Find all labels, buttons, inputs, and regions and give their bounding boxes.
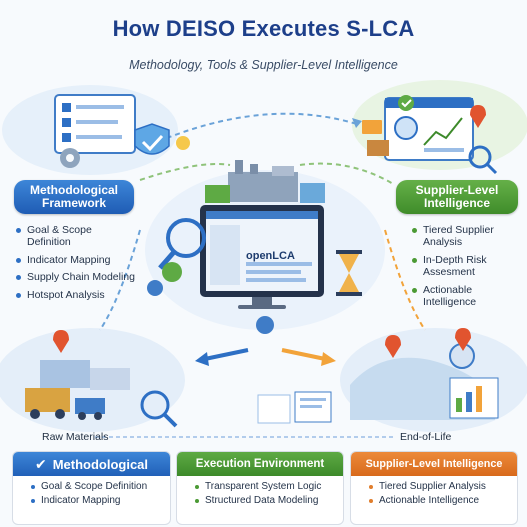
right-flow-arrow [299, 162, 396, 186]
lightbulb-icon [176, 136, 190, 150]
magnifier-icon-left [140, 390, 170, 420]
card-header: ✔ Methodological [13, 452, 170, 476]
right-down-arrow [384, 229, 426, 331]
boxes-icon [367, 140, 389, 156]
list-item: Tiered Supplier Analysis [412, 224, 524, 249]
world-map-scene [350, 343, 499, 420]
list-item: Goal & Scope Definition [16, 224, 136, 249]
gear-icon-blue [147, 280, 163, 296]
clipboard-icon [54, 94, 136, 154]
supplier-list: Tiered Supplier Analysis In-Depth Risk A… [412, 224, 524, 313]
hourglass-icon [336, 250, 362, 296]
magnifier-icon-center [166, 218, 206, 258]
card-header: Supplier-Level Intelligence [351, 452, 517, 476]
card-item: Actionable Intelligence [369, 495, 517, 506]
methodological-card: ✔Methodological Goal & Scope Definition … [12, 451, 171, 525]
gear-icon-green [162, 262, 182, 282]
execution-environment-card: Execution Environment Transparent System… [176, 451, 344, 525]
methodology-list: Goal & Scope Definition Indicator Mappin… [16, 224, 136, 306]
raw-materials-label: Raw Materials [42, 431, 109, 443]
envelope-icon [362, 120, 382, 134]
alert-pin-icon-left [53, 330, 69, 353]
gear-icon-bottom [256, 316, 274, 334]
card-title: Methodological [52, 456, 149, 472]
card-header: Execution Environment [177, 452, 343, 476]
list-item: Supply Chain Modeling [16, 271, 136, 283]
top-flow-arrow [149, 112, 361, 146]
supplier-intelligence-label: Supplier-Level Intelligence [396, 180, 518, 214]
openlca-logo-text: openLCA [246, 250, 295, 262]
end-of-life-label: End-of-Life [400, 431, 452, 443]
location-pin-icon [470, 105, 486, 128]
top-arrowhead [352, 118, 362, 128]
forward-arrow [281, 348, 331, 362]
page-subtitle: Methodology, Tools & Supplier-Level Inte… [129, 58, 398, 72]
card-item: Indicator Mapping [31, 495, 170, 506]
openlca-monitor [200, 205, 324, 309]
card-item: Goal & Scope Definition [31, 481, 170, 492]
analytics-dashboard-icon [384, 97, 474, 161]
list-item: Hotspot Analysis [16, 289, 136, 301]
left-flow-arrow [139, 163, 231, 181]
alert-pin-icon-far-right [455, 328, 471, 351]
logistics-scene [25, 360, 130, 420]
alert-pin-icon-right [385, 335, 401, 358]
supplier-intelligence-card: Supplier-Level Intelligence Tiered Suppl… [350, 451, 518, 525]
shield-check-icon [134, 123, 170, 155]
list-item: Actionable Intelligence [412, 284, 524, 309]
checkmark-icon: ✔ [34, 455, 47, 472]
card-item: Transparent System Logic [195, 481, 343, 492]
list-item: In-Depth Risk Assesment [412, 254, 524, 279]
magnifier-icon-top [468, 145, 492, 169]
document-icon-a [257, 394, 291, 424]
card-item: Structured Data Modeling [195, 495, 343, 506]
page-title: How DEISO Executes S-LCA [112, 16, 415, 41]
card-item: Tiered Supplier Analysis [369, 481, 517, 492]
left-down-arrow [99, 229, 141, 331]
methodological-framework-label: Methodological Framework [14, 180, 134, 214]
factory-icon [205, 160, 325, 203]
list-item: Indicator Mapping [16, 254, 136, 266]
backward-arrow [199, 348, 249, 362]
approved-check-icon [398, 95, 414, 111]
